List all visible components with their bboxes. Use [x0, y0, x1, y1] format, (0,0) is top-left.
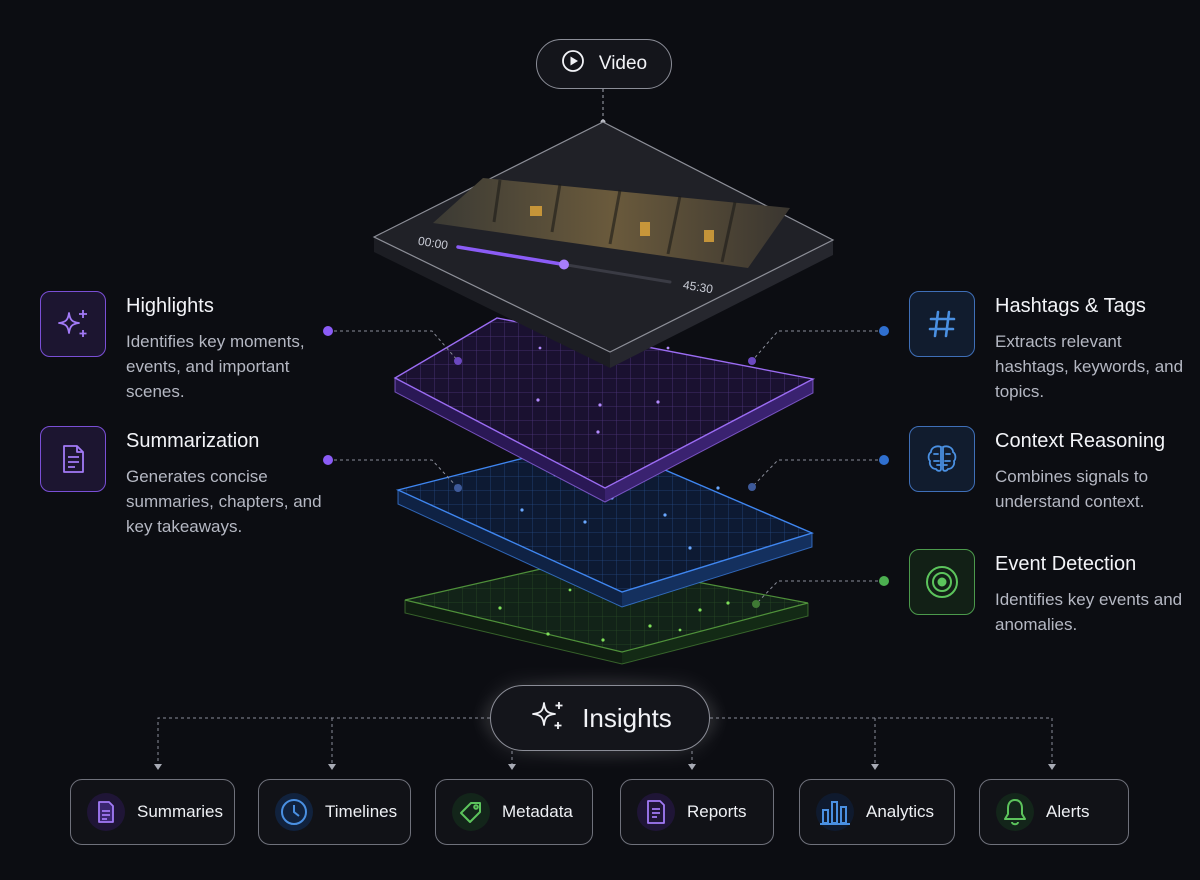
document-icon: [40, 426, 106, 492]
feature-description: Generates concise summaries, chapters, a…: [126, 464, 326, 539]
report-icon: [637, 793, 675, 831]
feature-title: Highlights: [126, 295, 214, 318]
video-label: Video: [599, 53, 647, 75]
clock-icon: [275, 793, 313, 831]
sparkles-icon: [40, 291, 106, 357]
output-label: Summaries: [137, 802, 223, 822]
output-timelines[interactable]: Timelines: [258, 779, 411, 845]
summarization-anchor-dot: [454, 484, 462, 492]
hashtags-connector-dot: [879, 326, 889, 336]
feature-title: Hashtags & Tags: [995, 295, 1146, 318]
hashtags-anchor-dot: [748, 357, 756, 365]
output-label: Alerts: [1046, 802, 1089, 822]
feature-title: Event Detection: [995, 553, 1136, 576]
feature-description: Extracts relevant hashtags, keywords, an…: [995, 329, 1195, 404]
event-anchor-dot: [752, 600, 760, 608]
output-analytics[interactable]: Analytics: [799, 779, 955, 845]
highlights-anchor-dot: [454, 357, 462, 365]
output-label: Analytics: [866, 802, 934, 822]
output-summaries[interactable]: Summaries: [70, 779, 235, 845]
play-circle-icon: [561, 49, 585, 79]
feature-description: Combines signals to understand context.: [995, 464, 1195, 514]
bell-icon: [996, 793, 1034, 831]
event-connector-dot: [879, 576, 889, 586]
feature-title: Summarization: [126, 430, 259, 453]
feature-description: Identifies key moments, events, and impo…: [126, 329, 326, 404]
bar-chart-icon: [816, 793, 854, 831]
brain-icon: [909, 426, 975, 492]
output-reports[interactable]: Reports: [620, 779, 774, 845]
output-label: Reports: [687, 802, 747, 822]
tag-icon: [452, 793, 490, 831]
output-label: Timelines: [325, 802, 397, 822]
insights-label: Insights: [582, 703, 672, 734]
document-icon: [87, 793, 125, 831]
hashtag-icon: [909, 291, 975, 357]
sparkles-icon: [528, 695, 568, 742]
insights-hub-pill[interactable]: Insights: [490, 685, 710, 751]
context-connector-dot: [879, 455, 889, 465]
player-scrub-handle[interactable]: [559, 260, 569, 270]
context-anchor-dot: [748, 483, 756, 491]
output-metadata[interactable]: Metadata: [435, 779, 593, 845]
feature-description: Identifies key events and anomalies.: [995, 587, 1195, 637]
feature-title: Context Reasoning: [995, 430, 1165, 453]
output-alerts[interactable]: Alerts: [979, 779, 1129, 845]
target-icon: [909, 549, 975, 615]
output-label: Metadata: [502, 802, 573, 822]
video-source-pill[interactable]: Video: [536, 39, 672, 89]
output-arrowheads: [154, 764, 1056, 770]
